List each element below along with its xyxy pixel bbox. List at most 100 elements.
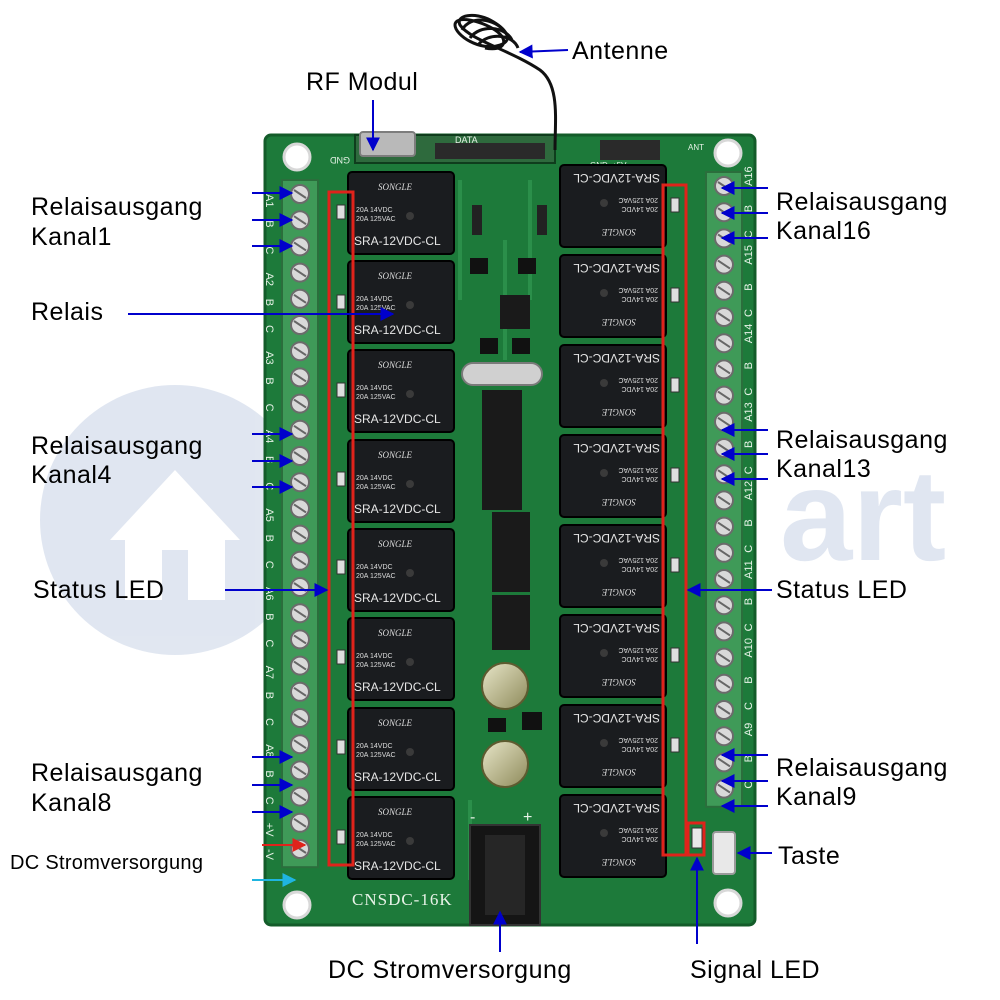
terminal-label: A14 — [743, 324, 755, 344]
relay-rating: 20A 14VDC — [356, 653, 393, 660]
terminal-label: C — [743, 388, 755, 396]
terminal-label: A9 — [743, 723, 755, 736]
ic-small — [500, 295, 530, 329]
relay-brand: SONGLE — [378, 271, 413, 281]
signal-led — [691, 827, 703, 849]
relay — [347, 796, 455, 880]
status-led — [336, 382, 346, 398]
board-model-label: CNSDC-16K — [352, 890, 453, 909]
header-gnd-label: GND — [330, 155, 351, 165]
terminal-label: B — [263, 692, 275, 699]
status-led — [336, 294, 346, 310]
relay-model: SRA-12VDC-CL — [573, 531, 660, 545]
relay-rating: 20A 125VAC — [356, 573, 396, 580]
microcontroller-ic — [482, 390, 522, 510]
transistor — [522, 712, 542, 730]
terminal-label: A13 — [743, 402, 755, 422]
watermark-logo: art — [40, 385, 946, 655]
dc-plus-label: + — [523, 809, 532, 826]
relay — [347, 707, 455, 791]
relay — [347, 349, 455, 433]
relay-rating: 20A 125VAC — [618, 736, 658, 743]
terminal-label: B — [263, 770, 275, 777]
relay-rating: 20A 14VDC — [621, 745, 658, 752]
relay-rating: 20A 14VDC — [356, 296, 393, 303]
status-led — [336, 559, 346, 575]
terminal-label: A16 — [743, 166, 755, 186]
dc-minus-label: - — [470, 809, 475, 826]
relay-model: SRA-12VDC-CL — [354, 502, 441, 516]
relay — [559, 704, 667, 788]
terminal-label: C — [263, 718, 275, 726]
terminal-label: A3 — [263, 351, 275, 364]
relay-rating: 20A 125VAC — [618, 556, 658, 563]
terminal-label: A1 — [263, 194, 275, 207]
relaisausgang-kanal9-label-line2: Kanal9 — [776, 783, 857, 811]
relay-rating: 20A 125VAC — [618, 466, 658, 473]
relay-brand: SONGLE — [601, 767, 636, 777]
decoder-ic — [492, 512, 530, 592]
relay-rating: 20A 125VAC — [618, 286, 658, 293]
relaisausgang-kanal16-label-line2: Kanal16 — [776, 217, 872, 245]
relay-rating: 20A 14VDC — [356, 564, 393, 571]
terminal-label: A15 — [743, 245, 755, 265]
terminal-label: C — [743, 309, 755, 317]
terminal-label: B — [743, 205, 755, 212]
relay-brand: SONGLE — [601, 857, 636, 867]
header-ant-label: ANT — [688, 143, 704, 152]
relaisausgang-kanal1-label-line2: Kanal1 — [31, 223, 112, 251]
terminal-label: C — [263, 404, 275, 412]
header-data-label: DATA — [455, 135, 478, 145]
relay-brand: SONGLE — [601, 497, 636, 507]
relay-brand: SONGLE — [601, 677, 636, 687]
terminal-label: B — [263, 220, 275, 227]
mounting-hole — [713, 138, 743, 168]
left-terminal-block: A1BCA2BCA3BCA4BCA5BCA6BCA7BCA8BC+V-V — [263, 179, 319, 869]
relay-brand: SONGLE — [378, 182, 413, 192]
relay-model: SRA-12VDC-CL — [354, 770, 441, 784]
terminal-label: C — [263, 561, 275, 569]
taste-label: Taste — [778, 842, 841, 870]
relay-rating: 20A 125VAC — [356, 305, 396, 312]
status-led — [336, 739, 346, 755]
transistor — [480, 338, 498, 354]
relaisausgang-kanal4-label-line1: Relaisausgang — [31, 432, 203, 460]
terminal-label: +V — [263, 823, 275, 837]
relay-brand: SONGLE — [601, 227, 636, 237]
terminal-label: C — [263, 246, 275, 254]
relay-rating: 20A 125VAC — [618, 196, 658, 203]
taste-button — [712, 831, 736, 875]
callout-arrows — [128, 44, 772, 952]
relay-rating: 20A 14VDC — [621, 565, 658, 572]
relay — [347, 617, 455, 701]
terminal-label: C — [743, 545, 755, 553]
terminal-label: A7 — [263, 666, 275, 679]
transistor — [512, 338, 530, 354]
relais-label: Relais — [31, 298, 104, 326]
terminal-label: B — [743, 519, 755, 526]
dc-stromversorgung-bottom-label: DC Stromversorgung — [328, 956, 572, 984]
status-led — [336, 204, 346, 220]
status-led-highlight-right — [661, 183, 688, 857]
terminal-label: B — [263, 456, 275, 463]
signal-led-label: Signal LED — [690, 956, 821, 984]
relay-rating: 20A 14VDC — [356, 475, 393, 482]
status-led — [670, 467, 680, 483]
relaisausgang-kanal16-label-line1: Relaisausgang — [776, 188, 948, 216]
relay — [559, 254, 667, 338]
terminal-label: A10 — [743, 638, 755, 658]
terminal-label: B — [263, 377, 275, 384]
terminal-label: A8 — [263, 744, 275, 757]
capacitor — [481, 740, 529, 788]
terminal-label: B — [743, 283, 755, 290]
relay-rating: 20A 14VDC — [356, 385, 393, 392]
terminal-label: A4 — [263, 430, 275, 443]
relay-model: SRA-12VDC-CL — [573, 351, 660, 365]
relay-model: SRA-12VDC-CL — [573, 171, 660, 185]
dc-jack: + - — [469, 809, 541, 926]
terminal-label: B — [263, 535, 275, 542]
relay-rating: 20A 125VAC — [618, 646, 658, 653]
transistor — [488, 718, 506, 732]
relay-rating: 20A 125VAC — [356, 752, 396, 759]
terminal-label: B — [263, 613, 275, 620]
